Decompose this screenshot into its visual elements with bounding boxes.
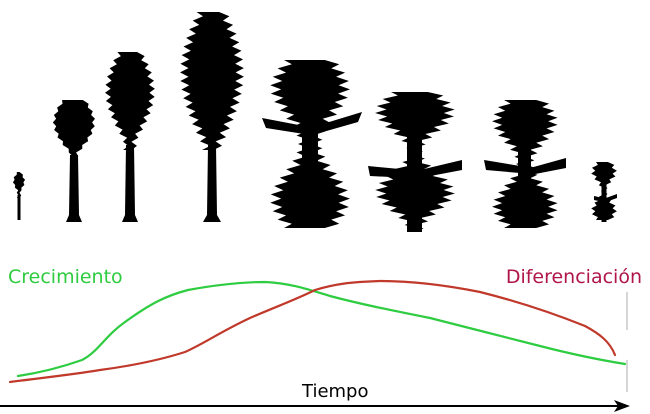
leaf-silhouettes xyxy=(12,12,617,232)
leaf-stage-1 xyxy=(12,172,26,220)
differentiation-curve xyxy=(8,279,617,384)
differentiation-label: Diferenciación xyxy=(505,266,642,288)
leaf-stage-8 xyxy=(591,162,617,222)
leaf-stage-4 xyxy=(180,12,244,222)
leaf-stage-3 xyxy=(105,52,155,222)
time-axis-arrowhead xyxy=(614,400,630,412)
leaf-stage-7 xyxy=(484,100,566,228)
growth-curve xyxy=(16,280,627,378)
time-label: Tiempo xyxy=(302,381,369,402)
leaf-stage-2 xyxy=(52,100,95,222)
growth-label: Crecimiento xyxy=(8,266,123,288)
leaf-stage-5 xyxy=(262,60,362,228)
leaf-stage-6 xyxy=(368,92,462,232)
